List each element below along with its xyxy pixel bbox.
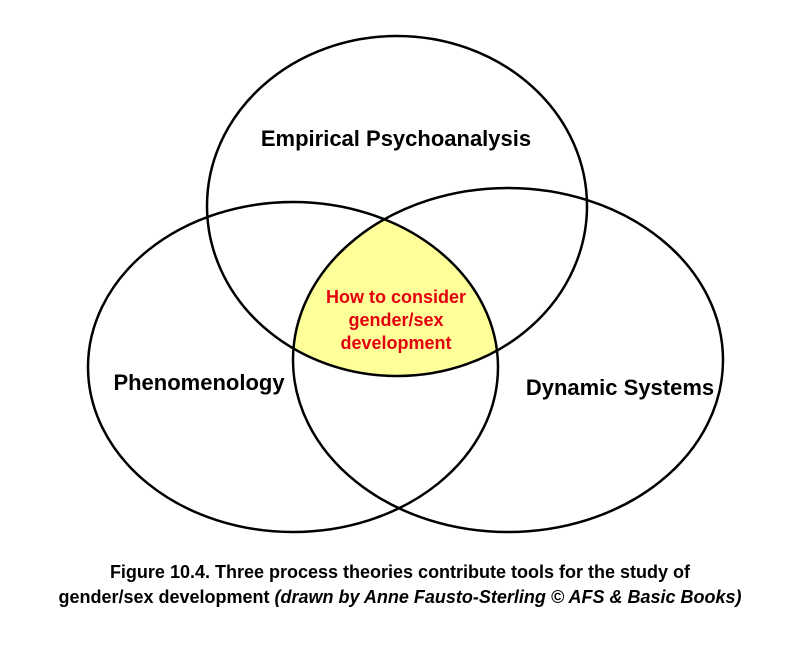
intersection-label-line-1: How to consider [326, 287, 466, 307]
label-dynamic-systems: Dynamic Systems [526, 375, 714, 400]
circle-empirical-psychoanalysis [205, 34, 589, 378]
caption-line-2-main: gender/sex development [58, 587, 275, 607]
venn-diagram: Empirical Psychoanalysis Phenomenology D… [86, 34, 725, 534]
circle-dynamic-systems [291, 186, 725, 534]
circle-phenomenology [86, 200, 500, 534]
label-phenomenology: Phenomenology [113, 370, 285, 395]
caption-line-2: gender/sex development (drawn by Anne Fa… [0, 585, 800, 610]
caption-line-1: Figure 10.4. Three process theories cont… [109, 562, 691, 582]
figure-caption: Figure 10.4. Three process theories cont… [0, 560, 800, 610]
intersection-highlight [293, 202, 498, 376]
label-empirical-psychoanalysis: Empirical Psychoanalysis [261, 126, 531, 151]
intersection-label-line-2: gender/sex [348, 310, 443, 330]
caption-credit: (drawn by Anne Fausto-Sterling © AFS & B… [274, 587, 742, 607]
intersection-label-line-3: development [340, 333, 451, 353]
